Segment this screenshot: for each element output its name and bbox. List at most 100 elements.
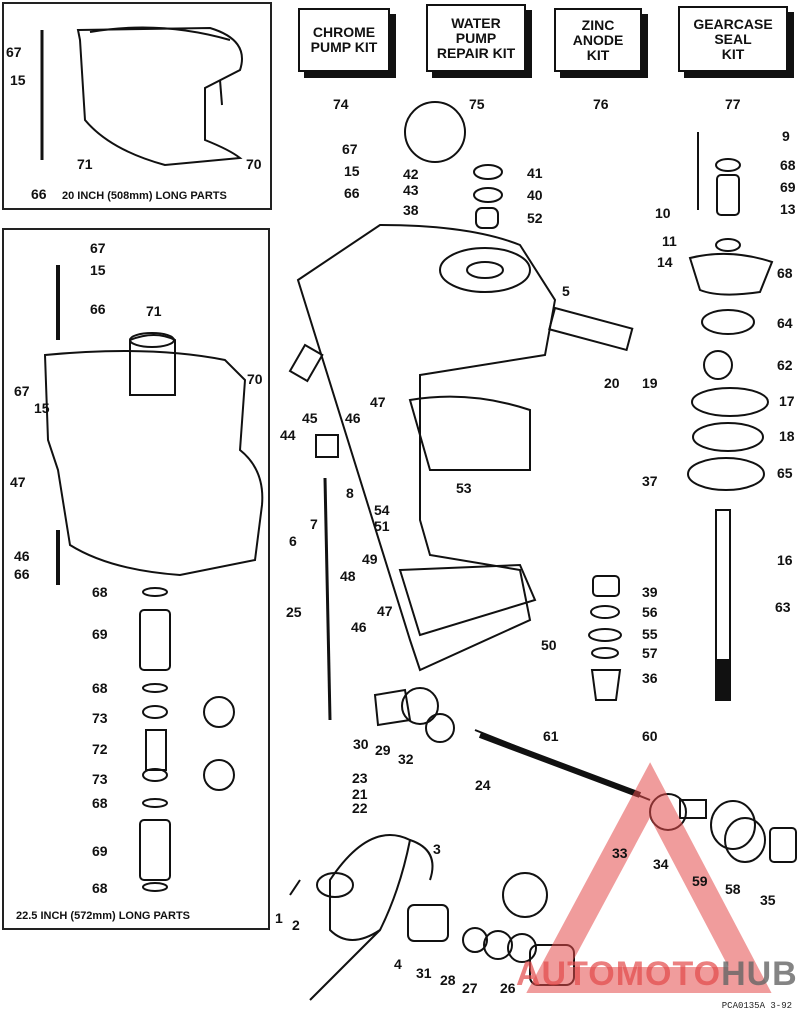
part-callout: 11 xyxy=(662,233,677,249)
part-callout: 9 xyxy=(782,128,790,144)
kit-title: ZINC ANODE KIT xyxy=(572,16,624,63)
part-callout: 54 xyxy=(374,502,390,518)
part-callout: 26 xyxy=(500,980,516,996)
part-callout: 1 xyxy=(275,910,283,926)
part-callout: 47 xyxy=(10,474,26,490)
part-callout: 70 xyxy=(247,371,263,387)
part-callout: 37 xyxy=(642,473,658,489)
inset-20-inch xyxy=(2,2,272,210)
part-callout: 60 xyxy=(642,728,658,744)
part-callout: 43 xyxy=(403,182,419,198)
part-callout: 47 xyxy=(377,603,393,619)
part-callout: 46 xyxy=(14,548,30,564)
part-callout: 23 xyxy=(352,770,368,786)
part-callout: 38 xyxy=(403,202,419,218)
drawing-code: PCA0135A 3-92 xyxy=(721,1001,792,1011)
kit-title: GEARCASE SEAL KIT xyxy=(693,15,773,62)
part-callout: 42 xyxy=(403,166,419,182)
part-callout: 52 xyxy=(527,210,543,226)
kit-title: WATER PUMP REPAIR KIT xyxy=(436,14,516,61)
part-callout: 67 xyxy=(14,383,30,399)
part-callout: 50 xyxy=(541,637,557,653)
kit-number: 74 xyxy=(333,96,349,112)
part-callout: 56 xyxy=(642,604,658,620)
part-callout: 24 xyxy=(475,777,491,793)
part-callout: 46 xyxy=(351,619,367,635)
part-callout: 7 xyxy=(310,516,318,532)
part-callout: 15 xyxy=(90,262,106,278)
part-callout: 21 xyxy=(352,786,368,802)
part-callout: 39 xyxy=(642,584,658,600)
part-callout: 19 xyxy=(642,375,658,391)
part-callout: 15 xyxy=(344,163,360,179)
part-callout: 70 xyxy=(246,156,262,172)
part-callout: 49 xyxy=(362,551,378,567)
part-callout: 68 xyxy=(92,680,108,696)
part-callout: 20 xyxy=(604,375,620,391)
part-callout: 4 xyxy=(394,956,402,972)
watermark-text-part2: HUB xyxy=(721,955,798,993)
part-callout: 28 xyxy=(440,972,456,988)
part-callout: 51 xyxy=(374,518,390,534)
inset-caption: 20 INCH (508mm) LONG PARTS xyxy=(62,190,227,202)
part-callout: 14 xyxy=(657,254,673,270)
part-callout: 71 xyxy=(77,156,93,172)
part-callout: 63 xyxy=(775,599,791,615)
kit-number: 77 xyxy=(725,96,741,112)
part-callout: 69 xyxy=(92,843,108,859)
part-callout: 16 xyxy=(777,552,793,568)
part-callout: 15 xyxy=(34,400,50,416)
part-callout: 68 xyxy=(92,584,108,600)
part-callout: 66 xyxy=(90,301,106,317)
part-callout: 3 xyxy=(433,841,441,857)
kit-box-chrome-pump: CHROME PUMP KIT xyxy=(298,8,390,72)
part-callout: 10 xyxy=(655,205,671,221)
part-callout: 34 xyxy=(653,856,669,872)
part-callout: 47 xyxy=(370,394,386,410)
part-callout: 41 xyxy=(527,165,543,181)
part-callout: 32 xyxy=(398,751,414,767)
part-callout: 61 xyxy=(543,728,559,744)
part-callout: 69 xyxy=(780,179,796,195)
part-callout: 25 xyxy=(286,604,302,620)
part-callout: 6 xyxy=(289,533,297,549)
part-callout: 67 xyxy=(6,44,22,60)
part-callout: 55 xyxy=(642,626,658,642)
part-callout: 68 xyxy=(777,265,793,281)
part-callout: 36 xyxy=(642,670,658,686)
part-callout: 73 xyxy=(92,710,108,726)
part-callout: 71 xyxy=(146,303,162,319)
part-callout: 48 xyxy=(340,568,356,584)
part-callout: 40 xyxy=(527,187,543,203)
part-callout: 45 xyxy=(302,410,318,426)
part-callout: 58 xyxy=(725,881,741,897)
part-callout: 35 xyxy=(760,892,776,908)
part-callout: 68 xyxy=(92,795,108,811)
part-callout: 66 xyxy=(14,566,30,582)
part-callout: 57 xyxy=(642,645,658,661)
watermark-logo: AUTOMOTOHUB xyxy=(516,955,798,994)
part-callout: 33 xyxy=(612,845,628,861)
part-callout: 65 xyxy=(777,465,793,481)
part-callout: 31 xyxy=(416,965,432,981)
kit-number: 75 xyxy=(469,96,485,112)
part-callout: 46 xyxy=(345,410,361,426)
part-callout: 2 xyxy=(292,917,300,933)
kit-title: CHROME PUMP KIT xyxy=(310,24,378,55)
part-callout: 59 xyxy=(692,873,708,889)
part-callout: 18 xyxy=(779,428,795,444)
part-callout: 22 xyxy=(352,800,368,816)
kit-box-zinc-anode: ZINC ANODE KIT xyxy=(554,8,642,72)
part-callout: 67 xyxy=(342,141,358,157)
part-callout: 44 xyxy=(280,427,296,443)
part-callout: 27 xyxy=(462,980,478,996)
part-callout: 72 xyxy=(92,741,108,757)
part-callout: 69 xyxy=(92,626,108,642)
part-callout: 29 xyxy=(375,742,391,758)
part-callout: 13 xyxy=(780,201,796,217)
part-callout: 17 xyxy=(779,393,795,409)
part-callout: 67 xyxy=(90,240,106,256)
part-callout: 66 xyxy=(31,186,47,202)
